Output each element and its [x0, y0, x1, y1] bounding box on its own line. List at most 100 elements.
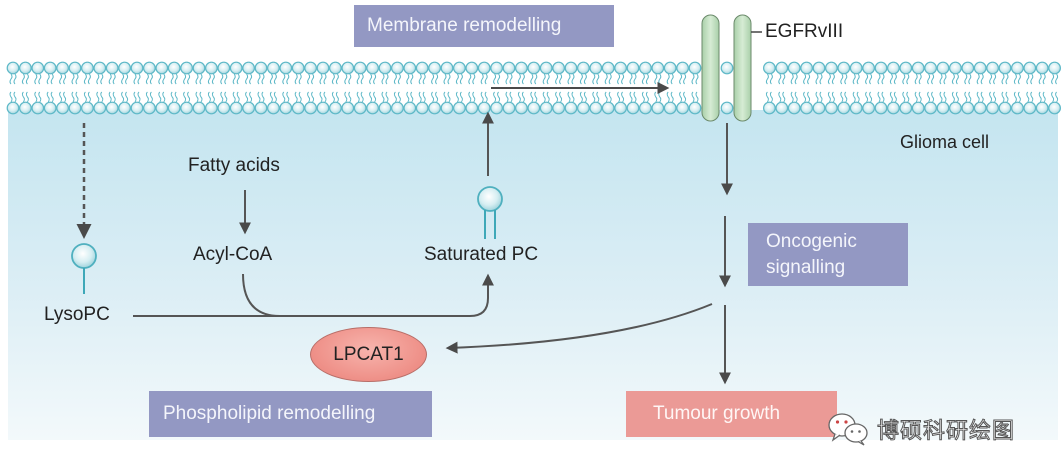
lipid-tail	[521, 73, 525, 85]
lipid-tail	[9, 91, 13, 103]
lipid-tail	[695, 91, 699, 103]
lipid-head	[614, 101, 627, 115]
lipid-head	[787, 101, 801, 115]
lipid-tail	[881, 73, 885, 85]
lipid-tail	[13, 73, 17, 85]
lipid-tail	[121, 73, 125, 85]
lipid-head	[924, 61, 937, 75]
lpcat1-label: LPCAT1	[333, 343, 404, 365]
lipid-tail	[183, 91, 187, 103]
lipid-tail	[1017, 91, 1021, 103]
lipid-tail	[571, 91, 575, 103]
tumour-growth-box: Tumour growth	[626, 391, 837, 437]
lipid-head	[180, 101, 194, 115]
lipid-head	[849, 61, 863, 75]
acyl-coa-merge-curve	[242, 273, 281, 317]
lipid-head	[720, 101, 734, 115]
lipid-tail	[807, 73, 811, 85]
lipid-head	[800, 101, 813, 115]
fatty-acids-label: Fatty acids	[188, 155, 280, 176]
lipid-tail	[356, 73, 360, 85]
lipid-head	[304, 61, 318, 75]
lipid-tail	[455, 91, 459, 103]
lipid-tail	[831, 73, 835, 85]
lipid-head	[31, 61, 45, 75]
lipid-tail	[348, 73, 352, 85]
lipid-head	[142, 61, 156, 75]
lipid-tail	[1055, 91, 1059, 103]
lipid-head	[564, 101, 578, 115]
lipid-tail	[331, 91, 335, 103]
lipid-head	[68, 101, 82, 115]
lipid-tail	[629, 91, 633, 103]
lipid-tail	[13, 91, 17, 103]
lipid-tail	[100, 91, 104, 103]
lipid-tail	[980, 73, 984, 85]
lpcat1-enzyme: LPCAT1	[310, 327, 427, 382]
lipid-head	[254, 101, 268, 115]
lipid-tail	[96, 91, 100, 103]
saturated-pc-label: Saturated PC	[424, 244, 539, 265]
lipid-head	[6, 101, 20, 115]
lipid-head	[651, 101, 665, 115]
lipid-head	[440, 101, 454, 115]
lipid-head	[167, 61, 181, 75]
lipid-tail	[59, 73, 63, 85]
lipid-tail	[877, 73, 881, 85]
lipid-head	[465, 101, 479, 115]
acyl-coa-label: Acyl-CoA	[193, 244, 273, 265]
lipid-tail	[670, 73, 674, 85]
lipid-head	[577, 101, 590, 115]
lipid-tail	[220, 91, 224, 103]
lipid-tail	[199, 73, 203, 85]
lipid-tail	[505, 91, 509, 103]
lipid-head	[341, 101, 355, 115]
lipid-tail	[220, 73, 224, 85]
lipid-tail	[344, 91, 348, 103]
lipid-tail	[410, 73, 414, 85]
lipid-head	[849, 101, 863, 115]
lipid-head	[192, 101, 206, 115]
lipid-head	[465, 61, 479, 75]
lipid-tail	[63, 91, 67, 103]
lipid-tail	[307, 73, 311, 85]
lipid-tail	[459, 91, 463, 103]
lipid-head	[539, 61, 553, 75]
lipid-head	[279, 101, 293, 115]
lipid-head	[155, 101, 169, 115]
lipid-tail	[385, 73, 389, 85]
lipid-tail	[21, 91, 25, 103]
lipid-tail	[207, 91, 211, 103]
lipid-tail	[21, 73, 25, 85]
lipid-tail	[393, 91, 397, 103]
lipid-head	[242, 101, 256, 115]
lipid-tail	[980, 91, 984, 103]
membrane-remodelling-box: Membrane remodelling	[354, 5, 614, 47]
lipid-tail	[782, 73, 786, 85]
lipid-head	[1048, 61, 1061, 75]
lipid-tail	[431, 91, 435, 103]
lipid-head	[825, 61, 838, 75]
lipid-head	[477, 61, 491, 75]
lipid-tail	[174, 91, 178, 103]
lipid-tail	[34, 91, 38, 103]
lipid-head	[130, 101, 144, 115]
lipid-tail	[381, 91, 385, 103]
lipid-tail	[286, 73, 290, 85]
lipid-tail	[517, 73, 521, 85]
lipid-head	[204, 101, 218, 115]
lipid-head	[391, 101, 404, 115]
lipid-head	[502, 61, 516, 75]
lipid-tail	[641, 91, 645, 103]
lipid-head	[155, 61, 169, 75]
lipid-tail	[865, 91, 869, 103]
lipid-tail	[373, 91, 377, 103]
lipid-head	[341, 61, 355, 75]
lipid-head	[80, 61, 94, 75]
lipid-head	[118, 101, 131, 115]
lipid-tail	[844, 91, 848, 103]
lipid-tail	[790, 91, 794, 103]
lipid-head	[56, 101, 69, 115]
lipid-tail	[840, 73, 844, 85]
lipid-tail	[406, 73, 410, 85]
